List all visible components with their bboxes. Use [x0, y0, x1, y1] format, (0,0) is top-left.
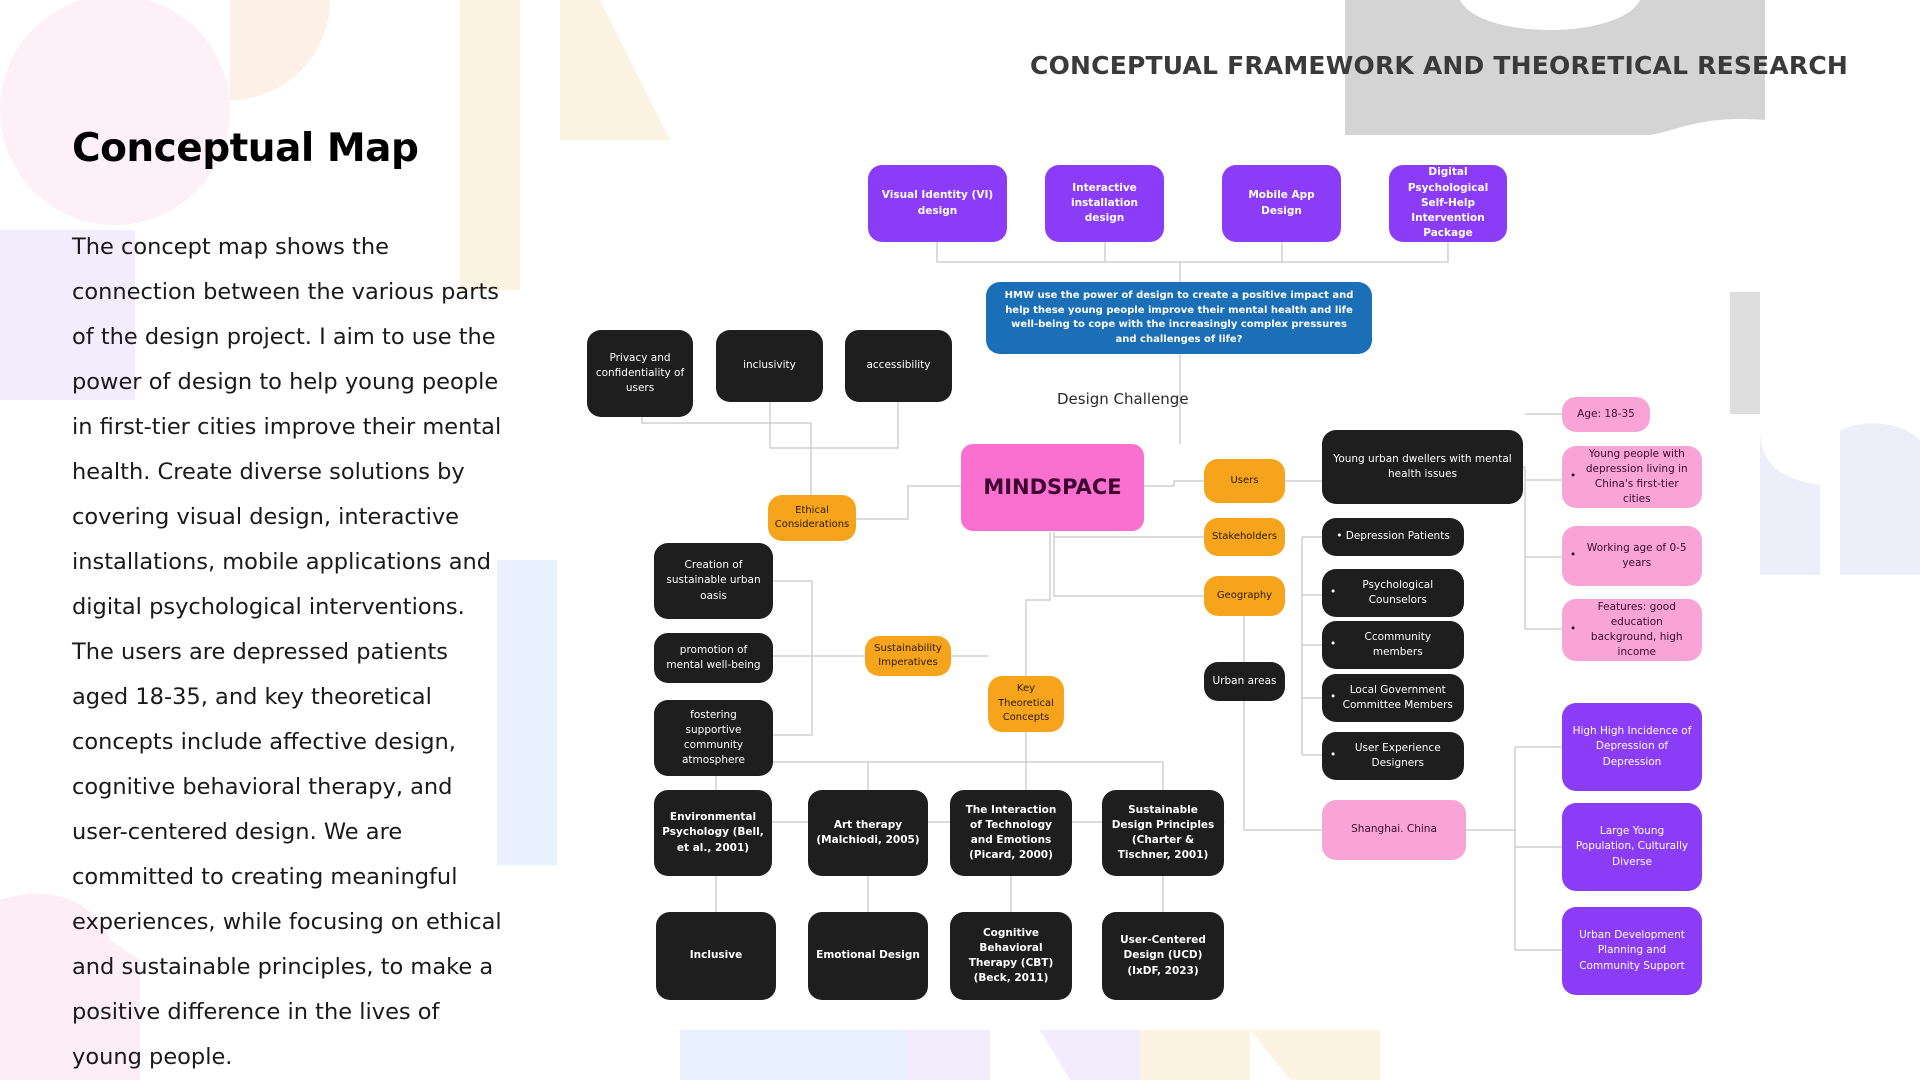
concept-emotional-design: Emotional Design	[808, 912, 928, 1000]
bullet-icon: •	[1570, 470, 1580, 483]
stakeholders-label: Stakeholders	[1204, 518, 1285, 556]
user-trait: • Working age of 0-5 years	[1562, 526, 1702, 586]
concept-ucd: User-Centered Design (UCD) (IxDF, 2023)	[1102, 912, 1224, 1000]
theory-technology-emotions: The Interaction of Technology and Emotio…	[950, 790, 1072, 876]
geography-label: Geography	[1204, 576, 1285, 616]
city-trait: High High Incidence of Depression of Dep…	[1562, 703, 1702, 791]
mindspace-hub: MINDSPACE	[961, 444, 1144, 531]
urban-areas: Urban areas	[1204, 662, 1285, 701]
stakeholder-text: Depression Patients	[1345, 530, 1450, 543]
city-trait: Large Young Population, Culturally Diver…	[1562, 803, 1702, 891]
stakeholder-item: • User Experience Designers	[1322, 732, 1464, 780]
section-title: CONCEPTUAL FRAMEWORK AND THEORETICAL RES…	[1030, 51, 1848, 80]
page-title: Conceptual Map	[72, 126, 419, 171]
user-trait-text: Features: good education background, hig…	[1590, 600, 1683, 659]
city-trait: Urban Development Planning and Community…	[1562, 907, 1702, 995]
ethics-inclusivity: inclusivity	[716, 330, 823, 402]
sustainability-wellbeing: promotion of mental well-being	[654, 633, 773, 683]
bullet-icon: •	[1570, 623, 1580, 636]
stakeholder-item: • Depression Patients	[1322, 518, 1464, 556]
stakeholder-item: • Local Government Committee Members	[1322, 674, 1464, 722]
stakeholder-text: Local Government Committee Members	[1342, 683, 1453, 711]
output-installation-design: Interactive installation design	[1045, 165, 1164, 242]
stakeholder-item: • Psychological Counselors	[1322, 569, 1464, 617]
ethical-considerations-label: Ethical Considerations	[768, 495, 856, 541]
theory-environmental-psychology: Environmental Psychology (Bell, et al., …	[654, 790, 772, 876]
user-age: Age: 18-35	[1562, 397, 1650, 432]
city-shanghai: Shanghai. China	[1322, 800, 1466, 860]
users-description: Young urban dwellers with mental health …	[1322, 430, 1523, 504]
user-trait-text: Young people with depression living in C…	[1585, 447, 1688, 506]
concept-inclusive: Inclusive	[656, 912, 776, 1000]
users-label: Users	[1204, 459, 1285, 503]
user-trait: • Young people with depression living in…	[1562, 446, 1702, 508]
bullet-icon: •	[1330, 586, 1340, 599]
bullet-icon: •	[1336, 530, 1346, 543]
bullet-icon: •	[1330, 749, 1340, 762]
stakeholder-item: • Ccommunity members	[1322, 621, 1464, 669]
output-vi-design: Visual Identity (VI) design	[868, 165, 1007, 242]
concept-cbt: Cognitive Behavioral Therapy (CBT) (Beck…	[950, 912, 1072, 1000]
user-trait: • Features: good education background, h…	[1562, 599, 1702, 661]
bullet-icon: •	[1330, 691, 1340, 704]
bullet-icon: •	[1570, 549, 1580, 562]
stakeholder-text: Psychological Counselors	[1362, 578, 1434, 606]
page-description: The concept map shows the connection bet…	[72, 234, 502, 1070]
ethics-privacy: Privacy and confidentiality of users	[587, 330, 693, 417]
bullet-icon: •	[1330, 638, 1340, 651]
sustainability-imperatives-label: Sustainability Imperatives	[865, 636, 951, 676]
sustainability-community: fostering supportive community atmospher…	[654, 700, 773, 776]
output-mobile-app-design: Mobile App Design	[1222, 165, 1341, 242]
user-trait-text: Working age of 0-5 years	[1586, 541, 1687, 569]
stakeholder-text: Ccommunity members	[1364, 630, 1432, 658]
stakeholder-text: User Experience Designers	[1354, 741, 1441, 769]
theory-sustainable-design: Sustainable Design Principles (Charter &…	[1102, 790, 1224, 876]
theory-art-therapy: Art therapy (Malchiodi, 2005)	[808, 790, 928, 876]
ethics-accessibility: accessibility	[845, 330, 952, 402]
design-challenge-label: Design Challenge	[1057, 390, 1189, 408]
output-digital-intervention: Digital Psychological Self-Help Interven…	[1389, 165, 1507, 242]
hmw-question: HMW use the power of design to create a …	[986, 282, 1372, 354]
key-theoretical-concepts-label: Key Theoretical Concepts	[988, 676, 1064, 732]
sustainability-oasis: Creation of sustainable urban oasis	[654, 543, 773, 619]
